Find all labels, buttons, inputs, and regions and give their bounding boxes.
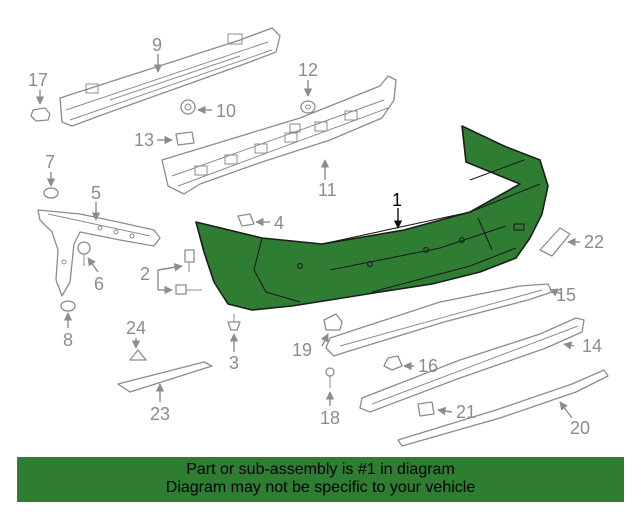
- clip-4-part: [237, 213, 255, 227]
- clip-17-part: [30, 107, 51, 122]
- clip-13-part: [175, 131, 195, 146]
- callout-22: 22: [584, 232, 604, 252]
- callout-13: 13: [134, 130, 154, 150]
- clip-24-part: [129, 349, 147, 361]
- highlight-notice-banner: Part or sub-assembly is #1 in diagram Di…: [17, 457, 624, 502]
- callout-12: 12: [298, 60, 318, 80]
- callout-5: 5: [91, 183, 101, 203]
- push-pin-3-part: [227, 314, 241, 331]
- notice-line-2: Diagram may not be specific to your vehi…: [165, 479, 476, 496]
- callout-10: 10: [216, 101, 236, 121]
- callout-21: 21: [456, 402, 476, 422]
- callout-24: 24: [126, 318, 146, 338]
- callout-7: 7: [45, 152, 55, 172]
- lower-fascia-14-part: [359, 317, 585, 413]
- nut-10-part: [180, 99, 196, 115]
- bolt-6-part: [77, 241, 91, 266]
- callout-15: 15: [556, 285, 576, 305]
- bracket-19-part: [323, 313, 343, 331]
- clip-21-part: [417, 401, 435, 417]
- callout-2: 2: [140, 264, 150, 284]
- nut-16-part: [383, 355, 403, 371]
- callout-14: 14: [582, 336, 602, 356]
- callout-4: 4: [274, 213, 284, 233]
- molding-23-part: [117, 361, 213, 393]
- callout-11: 11: [318, 180, 337, 200]
- callout-9: 9: [152, 35, 162, 55]
- bumper-cover-part: [195, 125, 549, 311]
- parts-diagram: 1 2 3 4 5 6 7 8 9 10 11 12 13 14 15 16 1…: [28, 27, 609, 447]
- bracket-5-part: [37, 209, 161, 297]
- bolt-18-part: [325, 367, 335, 388]
- callout-8: 8: [63, 330, 73, 350]
- washer-12-part: [300, 100, 316, 114]
- notice-line-1: Part or sub-assembly is #1 in diagram: [186, 461, 455, 478]
- callout-23: 23: [150, 404, 170, 424]
- bumper-stop-7-part: [43, 187, 59, 199]
- deflector-15-part: [325, 283, 553, 357]
- callout-6: 6: [94, 274, 104, 294]
- grommet-8-part: [60, 300, 76, 312]
- callout-20: 20: [570, 418, 590, 438]
- trim-cover-22-part: [539, 227, 571, 257]
- callout-17: 17: [28, 70, 48, 90]
- screw-2-part: [175, 249, 202, 295]
- callout-18: 18: [320, 408, 340, 428]
- callout-16: 16: [418, 356, 438, 376]
- callout-19: 19: [292, 340, 312, 360]
- callout-1: 1: [392, 190, 402, 210]
- callout-3: 3: [229, 353, 239, 373]
- energy-absorber-part: [161, 75, 397, 195]
- impact-bar-part: [59, 27, 281, 127]
- molding-20-part: [397, 369, 609, 447]
